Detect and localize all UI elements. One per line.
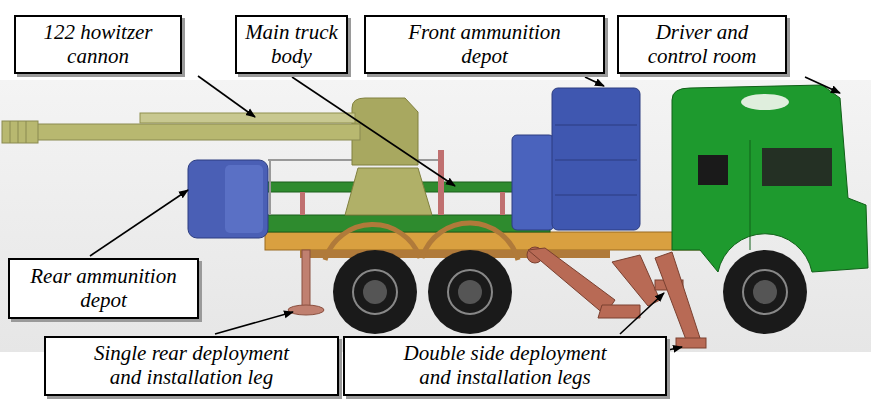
- leader-arrow: [215, 312, 293, 334]
- depot-line: [555, 195, 637, 196]
- callout-text: Front ammunition depot: [400, 21, 570, 68]
- wheel: [428, 250, 512, 334]
- leg-pad: [676, 338, 706, 348]
- side-leg: [612, 255, 660, 306]
- muzzle-brake: [2, 121, 38, 143]
- leader-arrow: [585, 77, 604, 86]
- cannon-barrel: [30, 124, 360, 140]
- leader-arrow: [90, 190, 188, 256]
- leader-arrow: [805, 77, 840, 93]
- callout-text: Double side deployment and installation …: [386, 342, 624, 389]
- depot-line: [555, 160, 637, 161]
- callout-box: Driver and control room: [617, 15, 787, 74]
- front-ammo-depot: [552, 88, 640, 230]
- callout-text: Single rear deployment and installation …: [78, 342, 306, 389]
- body-rail: [265, 215, 550, 232]
- cannon-base: [345, 168, 432, 215]
- depot-line: [555, 125, 637, 126]
- callout-box: Main truck body: [235, 15, 348, 74]
- cab: [672, 85, 868, 272]
- rear-leg-foot: [288, 305, 324, 315]
- rear-leg: [302, 250, 310, 307]
- callout-text: Rear ammunition depot: [21, 265, 186, 312]
- backdrop: [0, 80, 871, 352]
- callout-box: Front ammunition depot: [364, 15, 605, 74]
- muzzle-groove: [26, 121, 27, 143]
- leader-arrows: [90, 76, 840, 350]
- recuperator: [140, 113, 355, 123]
- cab-window: [762, 148, 832, 186]
- callout-text: Main truck body: [243, 21, 340, 68]
- callout-box: Single rear deployment and installation …: [44, 336, 339, 396]
- side-leg: [655, 252, 700, 345]
- callout-text: Driver and control room: [627, 21, 777, 68]
- leader-arrow: [198, 76, 255, 117]
- cab-door: [750, 140, 751, 250]
- leader-arrow: [292, 77, 455, 186]
- callout-box: Rear ammunition depot: [8, 258, 199, 319]
- guard-rail: [269, 160, 271, 215]
- post: [438, 150, 444, 215]
- callout-box: Double side deployment and installation …: [343, 336, 667, 396]
- cab-window: [698, 155, 728, 185]
- cab-window: [741, 94, 789, 110]
- callout-text: 122 howitzer cannon: [28, 21, 168, 68]
- front-ammo-depot: [512, 135, 554, 230]
- muzzle-groove: [10, 121, 11, 143]
- rear-ammo-face: [225, 165, 263, 233]
- wheel: [723, 250, 807, 334]
- leader-arrow: [668, 347, 682, 350]
- rear-ammo-depot: [188, 160, 268, 238]
- callout-box: 122 howitzer cannon: [14, 15, 182, 74]
- post: [500, 192, 505, 215]
- leader-arrow: [620, 293, 664, 334]
- post: [300, 192, 305, 215]
- muzzle-groove: [18, 121, 19, 143]
- side-leg: [598, 305, 640, 318]
- wheel: [333, 250, 417, 334]
